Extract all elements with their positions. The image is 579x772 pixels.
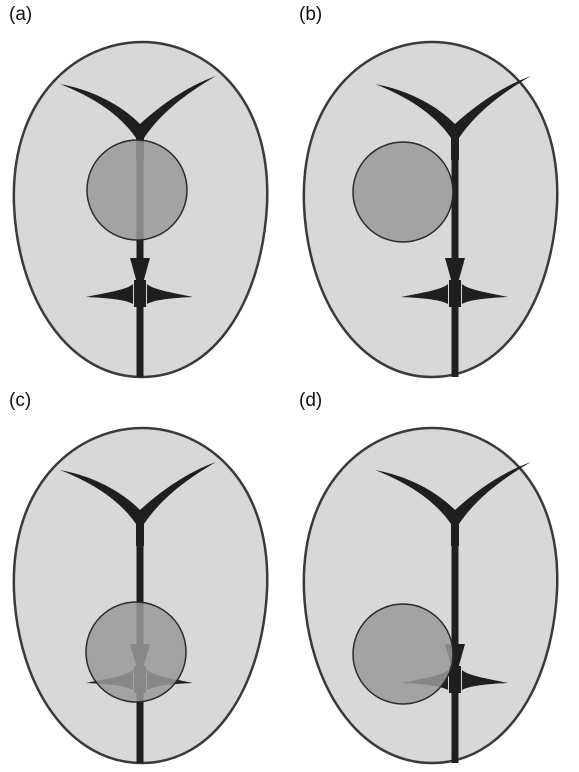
panel-label: (d)	[299, 390, 322, 412]
lesion-circle	[353, 604, 453, 704]
panel-a: (a)	[0, 0, 289, 386]
head-diagram-d	[290, 386, 579, 772]
panel-label: (b)	[299, 4, 322, 26]
panel-c: (c)	[0, 386, 289, 772]
head-diagram-c	[0, 386, 289, 772]
head-diagram-b	[290, 0, 579, 386]
panel-label: (c)	[9, 390, 31, 412]
panel-b: (b)	[290, 0, 579, 386]
head-diagram-a	[0, 0, 289, 386]
panel-d: (d)	[290, 386, 579, 772]
lesion-circle	[87, 140, 187, 240]
lesion-circle	[353, 142, 453, 242]
lesion-circle	[86, 602, 186, 702]
panel-label: (a)	[9, 4, 32, 26]
head-outline	[304, 428, 557, 763]
